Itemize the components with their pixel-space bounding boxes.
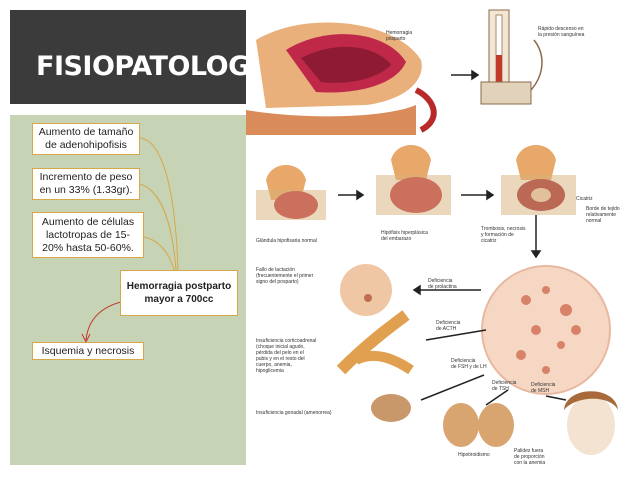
- breast-illustration: [340, 264, 392, 316]
- box-celulas-lactotropas-text: Aumento de células lactotropas de 15-20%…: [41, 215, 135, 254]
- label-hipotiroidismo: Hipotiroidismo: [458, 452, 490, 458]
- label-presion: Rápido descenso en la presión sanguínea: [538, 26, 585, 38]
- title-band: FISIOPATOLOGÍA: [10, 10, 280, 104]
- label-borde: Borde de tejido relativamente normal: [586, 206, 620, 224]
- box-hemorragia: Hemorragia postparto mayor a 700cc: [120, 270, 238, 316]
- box-celulas-lactotropas: Aumento de células lactotropas de 15-20%…: [32, 212, 144, 258]
- label-glandula: Glándula hipofisaria normal: [256, 238, 317, 244]
- box-isquemia-text: Isquemia y necrosis: [41, 344, 135, 357]
- label-gonadal: Insuficiencia gonadal (amenorrea): [256, 410, 332, 416]
- box-isquemia: Isquemia y necrosis: [32, 342, 144, 360]
- box-hemorragia-text: Hemorragia postparto mayor a 700cc: [126, 281, 232, 305]
- label-tsh: Deficiencia de TSH: [492, 380, 517, 392]
- label-hemorragia: Hemorragia posparto: [386, 30, 413, 42]
- box-incremento-peso-text: Incremento de peso en un 33% (1.33gr).: [39, 171, 133, 196]
- slide-title: FISIOPATOLOGÍA: [36, 51, 280, 82]
- label-cicatriz: Cicatriz: [576, 196, 593, 202]
- ovary-illustration: [371, 394, 411, 422]
- label-msh: Deficiencia de MSH: [531, 382, 556, 394]
- label-fsh: Deficiencia de FSH y de LH: [451, 358, 487, 370]
- label-prolactina: Deficiencia de prolactina: [428, 278, 457, 290]
- label-fallo: Fallo de lactación (frecuentemente el pr…: [256, 267, 314, 285]
- box-incremento-peso: Incremento de peso en un 33% (1.33gr).: [32, 168, 140, 200]
- label-trombosis: Trombosis, necrosis y formación de cicat…: [481, 226, 526, 244]
- flow-arrows: [338, 69, 567, 406]
- box-aumento-tamano-text: Aumento de tamaño de adenohipofisis: [38, 126, 134, 151]
- necrotic-tissue-circle: [481, 265, 611, 395]
- label-hiperplasica: Hipófisis hiperplásica del embarazo: [381, 230, 428, 242]
- adrenal-illustration: [336, 310, 414, 375]
- box-aumento-tamano: Aumento de tamaño de adenohipofisis: [32, 123, 140, 155]
- label-corticoadrenal: Insuficiencia corticoadrenal (choque ini…: [256, 338, 317, 374]
- pressure-gauge: [480, 9, 543, 105]
- pathophysiology-illustration: Hemorragia posparto Rápido descenso en l…: [246, 0, 638, 479]
- label-palidez: Palidez fuera de proporción con la anemi…: [514, 448, 546, 466]
- pituitary-necrosis: [501, 145, 576, 215]
- label-acth: Deficiencia de ACTH: [436, 320, 461, 332]
- pituitary-hyperplastic: [376, 145, 451, 215]
- thyroid-illustration: [443, 403, 514, 447]
- pituitary-normal: [256, 165, 326, 220]
- uterus-illustration: [246, 22, 437, 135]
- illustration-drawing: [246, 9, 618, 455]
- face-illustration: [564, 391, 618, 455]
